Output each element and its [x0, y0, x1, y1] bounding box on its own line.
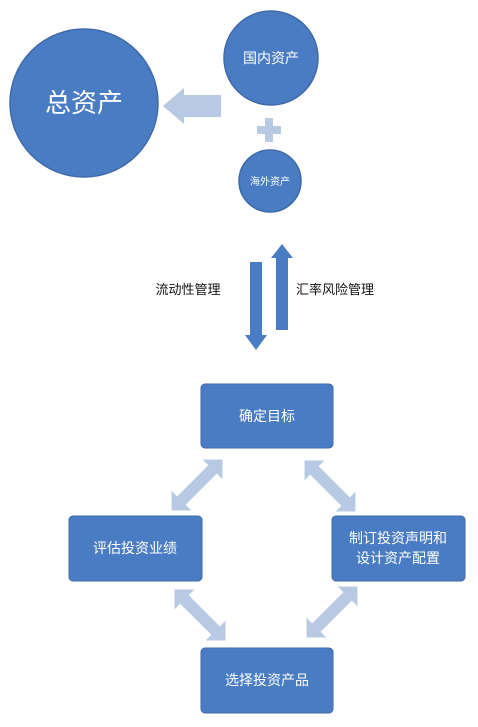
select-products-box: [200, 647, 334, 714]
overseas-assets-label: 海外资产: [250, 175, 290, 188]
connector-top-left: [171, 459, 223, 511]
domestic-assets-label: 国内资产: [243, 51, 299, 67]
down-arrow-icon: [245, 262, 267, 350]
select-products-label: 选择投资产品: [225, 673, 309, 689]
plus-icon: [257, 118, 281, 142]
connector-bottom-left: [174, 589, 226, 641]
investment-statement-box: [331, 515, 466, 582]
total-assets-label: 总资产: [45, 89, 123, 119]
overseas-assets-circle: [238, 149, 302, 213]
evaluate-performance-box: [68, 515, 203, 582]
investment-statement-label-line1: 制订投资声明和: [349, 531, 447, 547]
fx-risk-management-label: 汇率风险管理: [296, 282, 374, 298]
connector-top-right: [304, 460, 356, 512]
set-goals-label: 确定目标: [239, 409, 295, 425]
left-arrow-icon: [163, 88, 221, 124]
evaluate-performance-label: 评估投资业绩: [93, 541, 177, 557]
total-assets-circle: [9, 28, 159, 178]
set-goals-box: [200, 383, 334, 449]
connector-bottom-right: [306, 586, 358, 638]
investment-statement-label-line2: 设计资产配置: [356, 551, 440, 567]
domestic-assets-circle: [223, 10, 319, 106]
up-arrow-icon: [271, 244, 293, 330]
liquidity-management-label: 流动性管理: [155, 283, 220, 298]
